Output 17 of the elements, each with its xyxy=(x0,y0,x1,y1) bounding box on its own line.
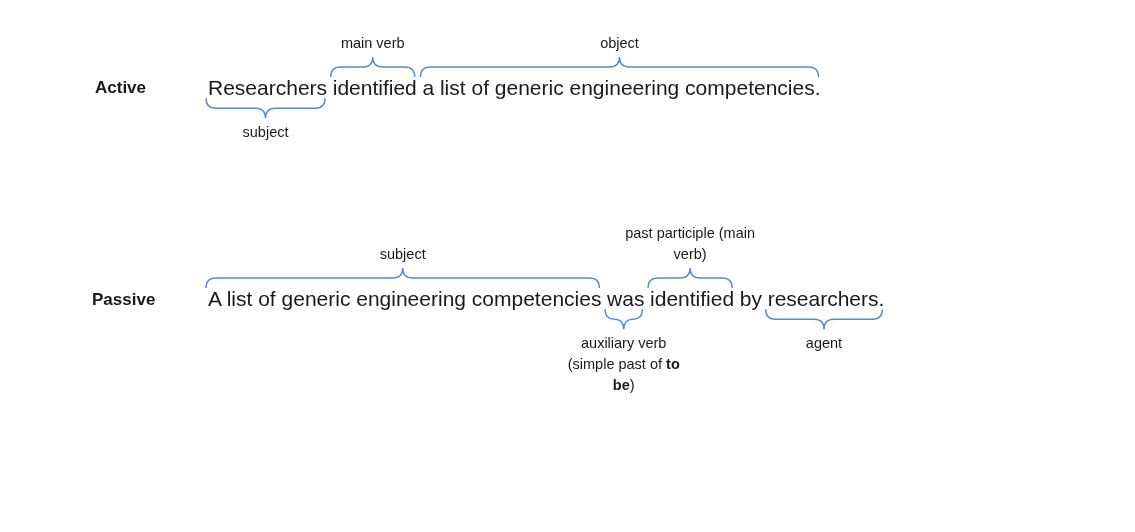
sentence-phrase: Researchers xyxy=(208,75,328,101)
grammar-label: main verb xyxy=(340,34,405,53)
sentence-phrase: identified xyxy=(650,286,735,312)
grammar-label: past participle (main verb) xyxy=(625,223,756,264)
grammar-label: subject xyxy=(242,123,289,143)
sentence-phrase: a list of generic engineering competencies. xyxy=(422,75,821,101)
grammar-label: auxiliary verb (simple past of to be) xyxy=(566,334,681,396)
grammar-label: object xyxy=(600,34,639,53)
grammar-label: agent xyxy=(805,334,843,354)
voice-label: Active xyxy=(95,78,147,98)
voice-label: Passive xyxy=(92,290,156,310)
sentence-phrase: was xyxy=(607,286,645,312)
sentence-phrase: by xyxy=(739,286,762,312)
sentence-phrase: identified xyxy=(332,75,417,101)
sentence-phrase: researchers. xyxy=(767,286,885,312)
grammar-label: subject xyxy=(379,245,426,264)
sentence-phrase: A list of generic engineering competencies xyxy=(208,286,602,312)
